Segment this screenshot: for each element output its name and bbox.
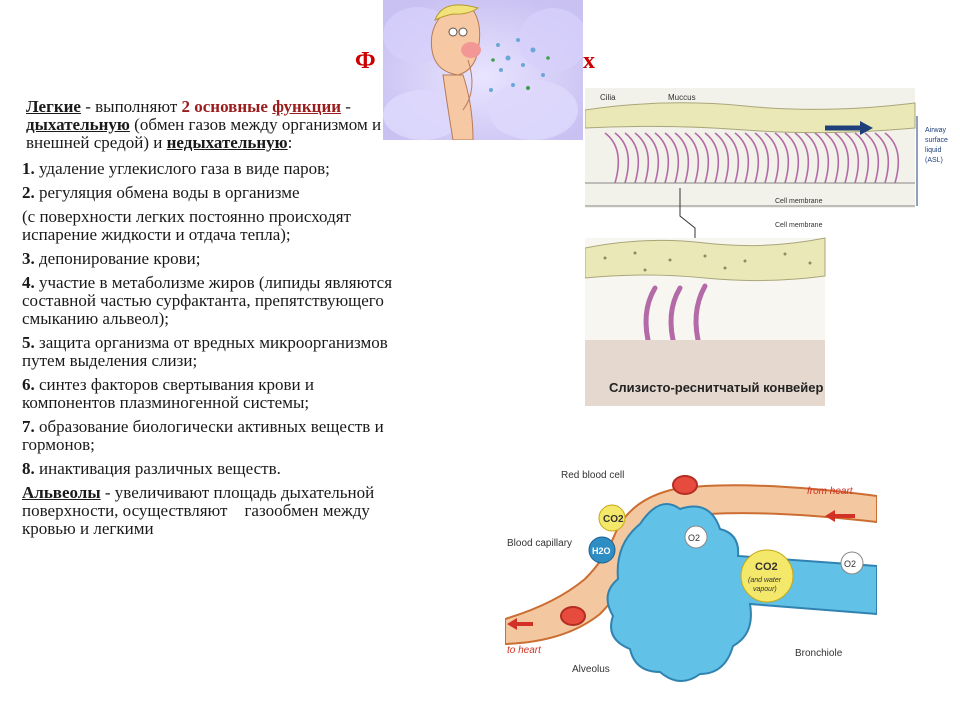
list-item: 5. защита организма от вредных микроорга… — [22, 333, 388, 370]
subject-alveoli: Альвеолы — [22, 483, 101, 502]
main-text: Легкие - выполняют 2 основные функции - … — [22, 98, 394, 540]
list-item: 1. удаление углекислого газа в виде паро… — [22, 159, 330, 178]
label-o2-small: O2 — [688, 533, 700, 543]
mucociliary-diagram: Cilia Muccus Cell membrane Cell membrane… — [585, 88, 948, 406]
list-item: 8. инактивация различных веществ. — [22, 459, 281, 478]
list-item: 4. участие в метаболизме жиров (липиды я… — [22, 273, 393, 328]
title-prefix: Ф — [355, 48, 376, 74]
label-side-4: (ASL) — [925, 157, 943, 164]
label-from-heart: from heart — [807, 486, 854, 497]
label-co2-large: CO2 — [755, 561, 778, 573]
label-blood-capillary: Blood capillary — [507, 538, 572, 549]
label-vapour: vapour) — [753, 586, 777, 593]
label-o2-right: O2 — [844, 559, 856, 569]
label-muccus: Muccus — [668, 93, 696, 102]
list-item: 3. депонирование крови; — [22, 249, 201, 268]
title-suffix: х — [583, 48, 595, 74]
list-item: 7. образование биологически активных вещ… — [22, 417, 384, 454]
label-bronchiole: Bronchiole — [795, 648, 843, 659]
list-item: 6. синтез факторов свертывания крови и к… — [22, 375, 314, 412]
label-red-blood-cell: Red blood cell — [561, 470, 624, 481]
intro-paragraph: Легкие - выполняют 2 основные функции - … — [26, 97, 382, 152]
gas-exchange-diagram: CO2 O2 H2O CO2 (and water vapour) O2 Red… — [505, 470, 877, 682]
label-cell-membrane-1: Cell membrane — [775, 198, 823, 205]
label-side-3: liquid — [925, 147, 941, 154]
label-co2-small: CO2 — [603, 514, 624, 525]
label-alveolus: Alveolus — [572, 664, 610, 675]
label-cell-membrane-2: Cell membrane — [775, 222, 823, 229]
alveoli-paragraph: Альвеолы - увеличивают площадь дыхательн… — [22, 483, 379, 538]
label-side-1: Airway — [925, 127, 947, 134]
label-to-heart: to heart — [507, 645, 542, 656]
subject-lungs: Легкие — [26, 97, 81, 116]
sneezing-cartoon-image — [383, 0, 583, 140]
label-h2o: H2O — [592, 546, 611, 556]
mucociliary-caption: Слизисто-реснитчатый конвейер — [609, 380, 824, 395]
label-cilia: Cilia — [600, 93, 616, 102]
list-item: 2. регуляция обмена воды в организме — [22, 183, 300, 202]
label-and-water: (and water — [748, 577, 782, 584]
list-item: (с поверхности легких постоянно происход… — [22, 207, 351, 244]
label-side-2: surface — [925, 137, 948, 144]
